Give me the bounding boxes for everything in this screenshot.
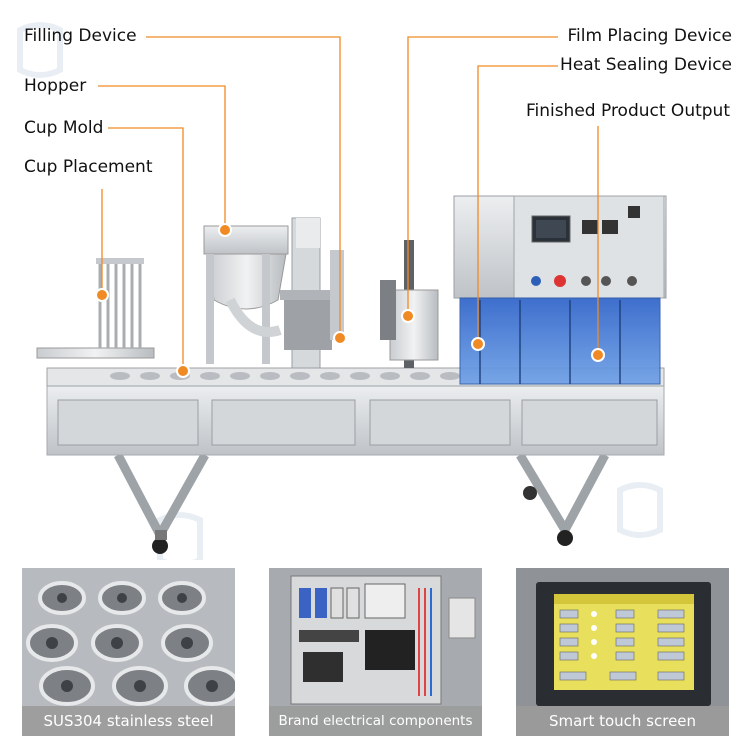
caption-stainless-steel: SUS304 stainless steel [22, 706, 235, 736]
label-hopper: Hopper [24, 76, 87, 96]
caption-touch-screen: Smart touch screen [516, 706, 729, 736]
machine-illustration [17, 22, 667, 560]
thumbnail-touch-screen: Smart touch screen [516, 568, 729, 736]
caption-electrical-components: Brand electrical components [269, 706, 482, 736]
label-cup-placement: Cup Placement [24, 157, 153, 177]
leader-lines [98, 36, 599, 371]
label-heat-sealing-device: Heat Sealing Device [560, 55, 732, 75]
cup-mold-row [110, 372, 460, 380]
thumbnail-electrical-components: Brand electrical components [269, 568, 482, 736]
marker-dots [95, 223, 605, 378]
label-cup-mold: Cup Mold [24, 118, 104, 138]
thumbnail-stainless-steel: SUS304 stainless steel [22, 568, 235, 736]
label-film-placing-device: Film Placing Device [567, 26, 732, 46]
label-finished-product-output: Finished Product Output [525, 101, 730, 121]
label-filling-device: Filling Device [24, 26, 137, 46]
